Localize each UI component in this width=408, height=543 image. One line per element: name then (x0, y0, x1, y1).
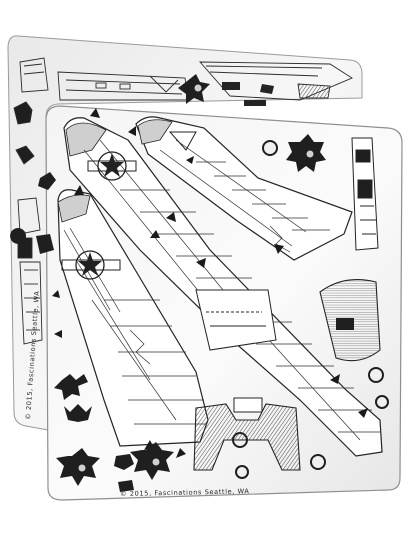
bottom-propeller-part (56, 442, 174, 492)
upper-wing-part (135, 116, 353, 261)
fuselage-spine-part (195, 289, 277, 351)
propeller-part-top (286, 134, 326, 172)
back-tail-part (198, 61, 353, 101)
right-strut-part (351, 137, 379, 251)
landing-gear-part (193, 397, 301, 471)
back-small-part (222, 82, 274, 106)
front-sheet-copyright: © 2015, Fascinations Seattle, WA (120, 487, 250, 498)
back-metal-sheet: © 2015, Fascinations Seattle, WA (7, 35, 363, 431)
sprue-teeth (52, 108, 368, 458)
right-cowling-part (319, 279, 381, 362)
left-wing-star-insignia (61, 250, 121, 280)
left-small-parts (10, 172, 92, 422)
upper-wing-tail-emblem (168, 131, 197, 151)
back-propeller-part (178, 74, 210, 104)
center-wing-star-insignia (87, 151, 137, 181)
left-wing-part (57, 189, 209, 447)
